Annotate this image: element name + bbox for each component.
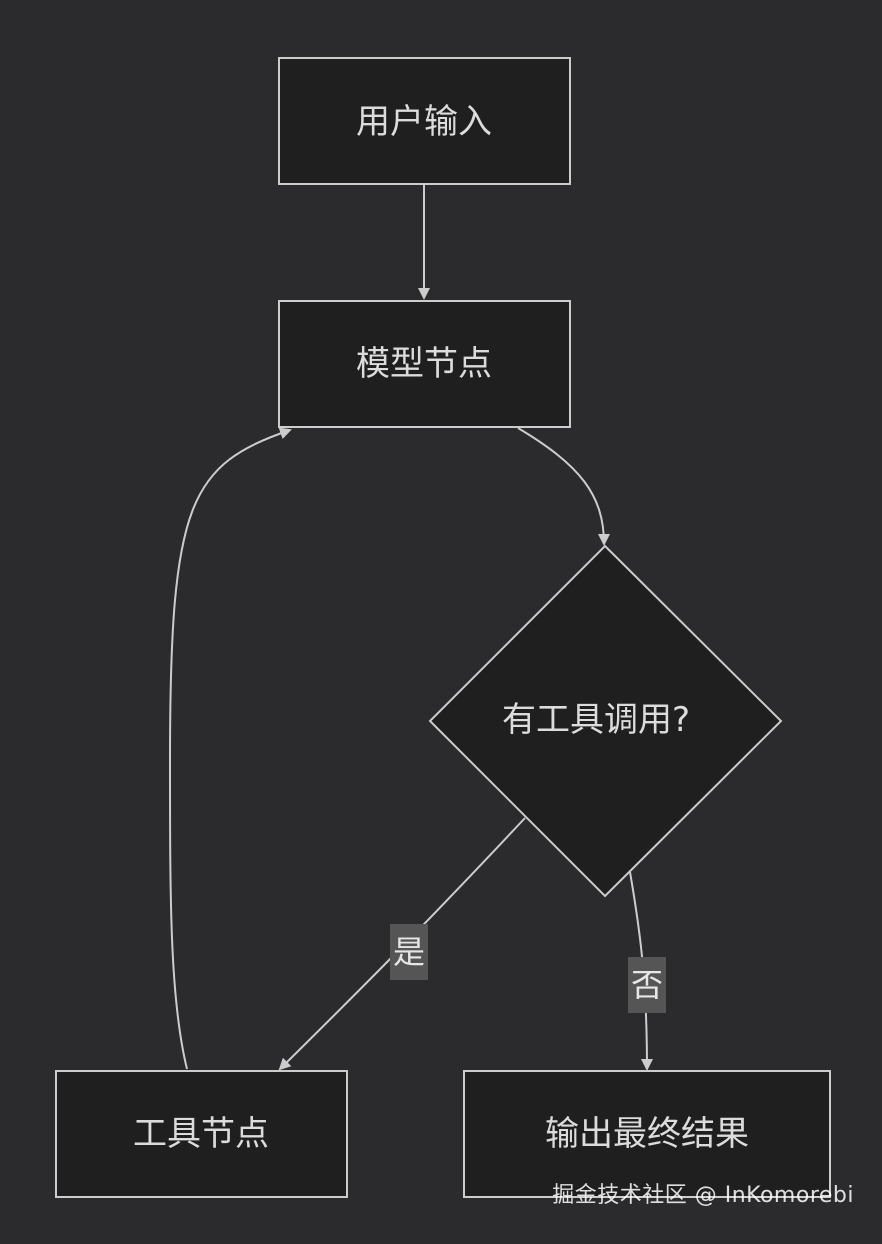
edge-label-no: 否 <box>628 957 666 1013</box>
edge-label-no-text: 否 <box>631 966 663 1004</box>
watermark: 掘金技术社区 @ InKomorebi <box>552 1183 854 1208</box>
node-model-label: 模型节点 <box>356 344 492 384</box>
edge-label-yes: 是 <box>390 924 428 980</box>
node-final-output: 输出最终结果 <box>463 1070 831 1198</box>
node-model: 模型节点 <box>278 300 571 428</box>
node-final-output-label: 输出最终结果 <box>545 1114 749 1154</box>
edge-tool-to-model <box>168 427 292 1070</box>
edge-label-yes-text: 是 <box>393 933 425 971</box>
edge-model-to-decision <box>517 427 610 546</box>
node-tool: 工具节点 <box>55 1070 348 1198</box>
node-decision-label: 有工具调用? <box>502 700 690 740</box>
node-tool-label: 工具节点 <box>133 1114 269 1154</box>
node-decision: 有工具调用? <box>428 544 783 898</box>
node-user-input-label: 用户输入 <box>356 102 492 142</box>
node-user-input: 用户输入 <box>278 57 571 185</box>
